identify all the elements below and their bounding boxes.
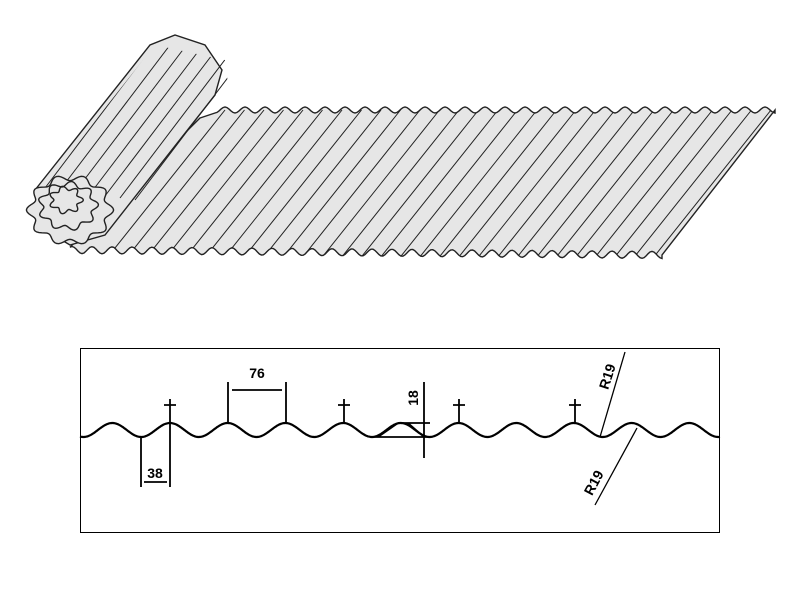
crest-marks — [164, 399, 581, 423]
corrugation-line — [223, 109, 343, 259]
corrugation-line — [516, 109, 635, 259]
pitch-dimension — [227, 382, 287, 423]
corrugation-line — [438, 109, 557, 259]
corrugation-line — [204, 109, 323, 259]
roll-line — [119, 52, 230, 199]
roll-end-inner — [49, 185, 85, 215]
roll-line — [74, 46, 186, 193]
roll-line — [134, 54, 230, 201]
corrugation-line — [418, 109, 538, 259]
corrugation-line — [594, 109, 713, 259]
crest-mark — [569, 399, 581, 423]
radius-leaders — [594, 351, 638, 506]
roll-line — [89, 48, 201, 195]
corrugation-line — [613, 109, 733, 259]
roll-line — [59, 45, 171, 191]
corrugation-line — [106, 109, 226, 259]
profile-frame — [80, 348, 720, 533]
corrugation-line — [399, 109, 518, 259]
corrugation-line — [379, 109, 499, 259]
profile-drawing: 76 38 18 R19 R19 — [79, 348, 721, 533]
corrugation-line — [262, 109, 382, 259]
sheet-corrugation-lines — [106, 109, 772, 259]
crest-mark — [164, 399, 176, 423]
corrugation-line — [496, 109, 616, 259]
height-label: 18 — [405, 390, 421, 406]
corrugation-line — [145, 109, 265, 259]
corrugation-line — [301, 109, 421, 259]
corrugation-line — [457, 109, 577, 259]
crest-mark — [338, 399, 350, 423]
corrugation-line — [535, 109, 655, 259]
corrugated-sheet-illustration — [25, 34, 776, 260]
roll-line — [104, 50, 216, 197]
pitch-label: 76 — [249, 365, 265, 381]
radius-top-label: R19 — [596, 362, 619, 392]
corrugation-line — [243, 109, 362, 259]
half-pitch-dimension — [140, 423, 171, 487]
half-pitch-label: 38 — [147, 465, 163, 481]
corrugation-line — [321, 109, 440, 259]
corrugation-line — [652, 109, 772, 259]
corrugation-line — [555, 109, 674, 259]
corrugation-line — [574, 109, 694, 259]
crest-mark — [453, 399, 465, 423]
corrugation-line — [340, 109, 460, 259]
roll-end-middle — [37, 180, 100, 231]
height-dimension — [373, 382, 430, 458]
corrugation-line — [165, 109, 284, 259]
corrugation-line — [282, 109, 401, 259]
corrugation-line — [126, 109, 245, 259]
corrugation-line — [477, 109, 596, 259]
corrugation-line — [360, 109, 479, 259]
corrugation-line — [184, 109, 304, 259]
corrugation-line — [633, 109, 752, 259]
flat-sheet — [69, 106, 776, 260]
